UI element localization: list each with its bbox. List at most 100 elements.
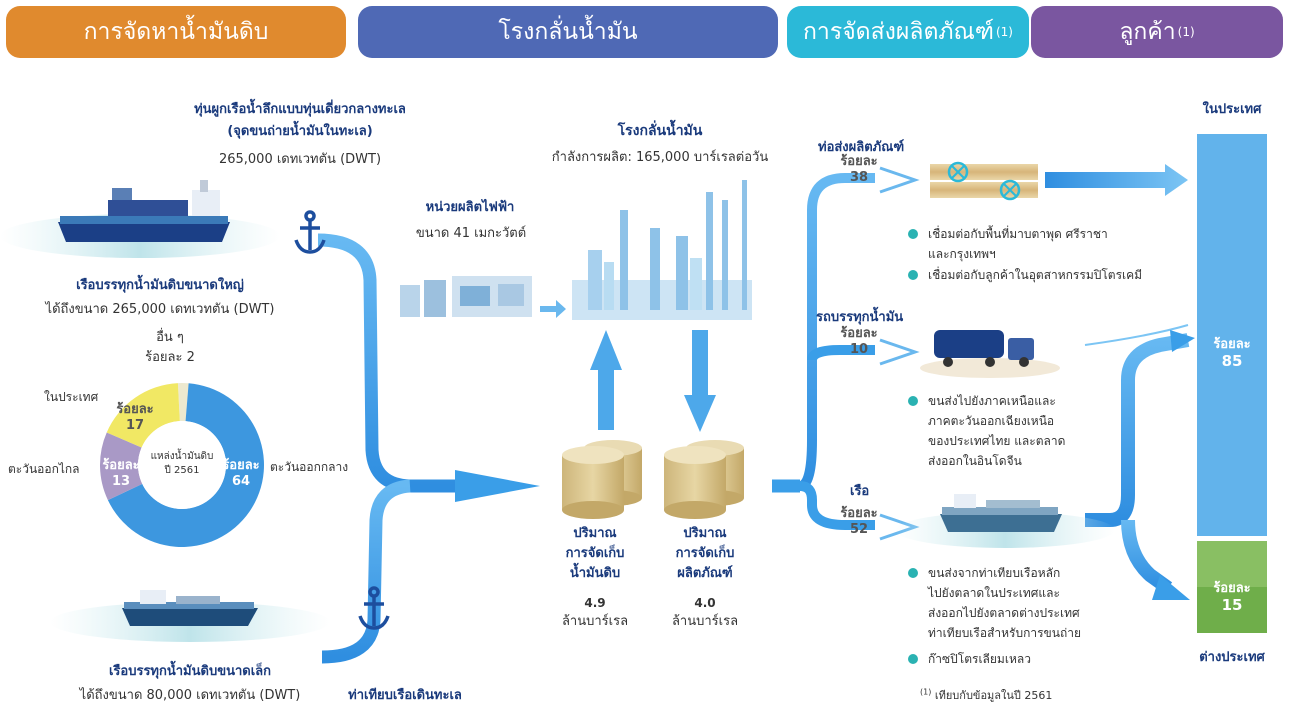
- donut-segment: [106, 383, 180, 448]
- mooring-title-line2: (จุดขนถ่ายน้ำมันในทะเล): [227, 124, 373, 139]
- truck-chevron: [879, 338, 920, 366]
- power-to-refinery-arrow: [540, 300, 566, 318]
- domestic-label: ในประเทศ: [1202, 102, 1262, 117]
- donut-others-line2: ร้อยละ 2: [145, 350, 195, 365]
- donut-pct-fareast-value: 13: [111, 474, 131, 489]
- header-customers-label: ลูกค้า: [1119, 19, 1176, 45]
- large-vessel-capacity: ได้ถึงขนาด 265,000 เดทเวทตัน (DWT): [45, 302, 275, 317]
- refinery-title: โรงกลั่นน้ำมัน: [617, 123, 703, 139]
- header-customers-note: (1): [1177, 25, 1195, 39]
- ship-bullet-line3: ส่งออกไปยังตลาดต่างประเทศ: [928, 606, 1080, 620]
- donut-hole: [138, 421, 226, 509]
- header-distribution: การจัดส่งผลิตภัณฑ์(1): [787, 6, 1029, 58]
- ship-bullet-line2: ไปยังตลาดในประเทศและ: [928, 586, 1060, 600]
- donut-center-label: แหล่งน้ำมันดิบ ปี 2561: [142, 450, 222, 478]
- ship-flow-main: [1085, 333, 1190, 527]
- storage-up-arrow: [590, 330, 622, 430]
- storage-product-unit: ล้านบาร์เรล: [671, 614, 739, 629]
- pipeline-bullet-1-line2: และกรุงเทพฯ: [928, 247, 996, 261]
- anchor-bottom: [358, 586, 390, 630]
- donut-segment: [99, 432, 143, 501]
- product-tanks-shape: [664, 440, 744, 519]
- storage-crude-value: 4.9: [584, 596, 606, 610]
- large-vessel-shape: [58, 180, 230, 242]
- port-label: ท่าเทียบเรือเดินทะเล: [348, 688, 462, 703]
- truck-bullet-line1: ขนส่งไปยังภาคเหนือและ: [928, 394, 1056, 408]
- donut-pct-fareast-word: ร้อยละ: [102, 458, 140, 473]
- donut-pct-domestic-word: ร้อยละ: [116, 402, 154, 417]
- power-unit-title: หน่วยผลิตไฟฟ้า: [425, 200, 515, 215]
- crude-source-donut: [99, 383, 264, 547]
- storage-crude-line3: น้ำมันดิบ: [569, 566, 621, 581]
- distribution-ship-shape: [940, 494, 1062, 532]
- ship-flow-foreign-head: [1152, 575, 1190, 600]
- ship-pct: ร้อยละ 52: [832, 506, 886, 538]
- pipeline-bullet-2: [908, 270, 918, 280]
- pipeline-to-domestic: [1045, 164, 1188, 196]
- pipeline-title: ท่อส่งผลิตภัณฑ์: [818, 140, 905, 155]
- donut-pct-fareast: ร้อยละ 13: [96, 458, 146, 490]
- ship-pct-value: 52: [849, 522, 869, 537]
- donut-segment: [107, 383, 264, 547]
- foreign-label: ต่างประเทศ: [1199, 650, 1265, 665]
- storage-product-value: 4.0: [694, 596, 716, 610]
- donut-label-fareast: ตะวันออกไกล: [8, 462, 80, 476]
- ship-bullet-2: [908, 654, 918, 664]
- small-vessel-title: เรือบรรทุกน้ำมันดิบขนาดเล็ก: [108, 664, 272, 679]
- foreign-pct: ร้อยละ 15: [1197, 580, 1267, 614]
- pipeline-chevron: [879, 166, 920, 194]
- donut-segment: [177, 383, 189, 422]
- truck-bullet-1: [908, 396, 918, 406]
- footnote: (1) เทียบกับข้อมูลในปี 2561: [920, 686, 1052, 704]
- donut-others-line1: อื่น ๆ: [156, 330, 184, 345]
- storage-crude-line2: การจัดเก็บ: [565, 546, 625, 561]
- truck-title: รถบรรทุกน้ำมัน: [816, 310, 904, 325]
- ship-bullet-1: [908, 568, 918, 578]
- ship-title: เรือ: [850, 484, 870, 499]
- foreign-pct-word: ร้อยละ: [1213, 581, 1251, 596]
- storage-product-block: ปริมาณ การจัดเก็บ ผลิตภัณฑ์ 4.0 ล้านบาร์…: [650, 524, 760, 632]
- foreign-pct-value: 15: [1221, 596, 1243, 614]
- power-unit-capacity: ขนาด 41 เมกะวัตต์: [415, 226, 527, 241]
- header-crude-supply-label: การจัดหาน้ำมันดิบ: [83, 19, 269, 45]
- ship-pct-word: ร้อยละ: [840, 506, 878, 521]
- distribution-branch-truck: [807, 345, 875, 361]
- refinery-capacity: กำลังการผลิต: 165,000 บาร์เรลต่อวัน: [551, 150, 769, 165]
- domestic-bar: [1197, 134, 1267, 536]
- truck-pct-word: ร้อยละ: [840, 326, 878, 341]
- refinery-shape: [572, 180, 752, 320]
- domestic-pct-value: 85: [1221, 352, 1243, 370]
- domestic-pct-word: ร้อยละ: [1213, 337, 1251, 352]
- storage-product-line1: ปริมาณ: [683, 526, 727, 541]
- crude-flow-top: [317, 233, 455, 493]
- truck-to-domestic-chevron: [1084, 324, 1189, 346]
- truck-pct-value: 10: [849, 342, 869, 357]
- header-distribution-label: การจัดส่งผลิตภัณฑ์: [803, 19, 994, 45]
- donut-center-line2: ปี 2561: [164, 465, 200, 476]
- truck-shape: [920, 330, 1060, 378]
- ship-flow-main-head: [1170, 330, 1195, 352]
- crude-flow-bottom: [321, 479, 411, 664]
- anchor-top: [294, 210, 326, 254]
- donut-label-domestic: ในประเทศ: [44, 390, 99, 404]
- header-distribution-note: (1): [995, 25, 1013, 39]
- pipeline-bullet-1-line1: เชื่อมต่อกับพื้นที่มาบตาพุด ศรีราชา: [928, 227, 1108, 241]
- storage-crude-unit: ล้านบาร์เรล: [561, 614, 629, 629]
- donut-pct-mideast: ร้อยละ 64: [216, 458, 266, 490]
- large-vessel-title: เรือบรรทุกน้ำมันดิบขนาดใหญ่: [76, 278, 244, 293]
- header-crude-supply: การจัดหาน้ำมันดิบ: [6, 6, 346, 58]
- pipeline-bullet-2-line1: เชื่อมต่อกับลูกค้าในอุตสาหกรรมปิโตรเคมี: [928, 268, 1143, 282]
- distribution-branch-ship: [799, 481, 875, 530]
- pipeline-pct-word: ร้อยละ: [840, 154, 878, 169]
- ship-bullet-line1: ขนส่งจากท่าเทียบเรือหลัก: [928, 566, 1061, 580]
- pipeline-pct: ร้อยละ 38: [832, 154, 886, 186]
- pipeline-shape: [930, 161, 1038, 201]
- ship-bullet-line4: ท่าเทียบเรือสำหรับการขนถ่าย: [928, 626, 1081, 640]
- refinery-down-arrow: [684, 330, 716, 432]
- truck-pct: ร้อยละ 10: [832, 326, 886, 358]
- donut-label-mideast: ตะวันออกกลาง: [270, 460, 349, 474]
- donut-center-line1: แหล่งน้ำมันดิบ: [150, 451, 214, 462]
- ship-flow-foreign: [1121, 519, 1173, 594]
- storage-crude-line1: ปริมาณ: [573, 526, 617, 541]
